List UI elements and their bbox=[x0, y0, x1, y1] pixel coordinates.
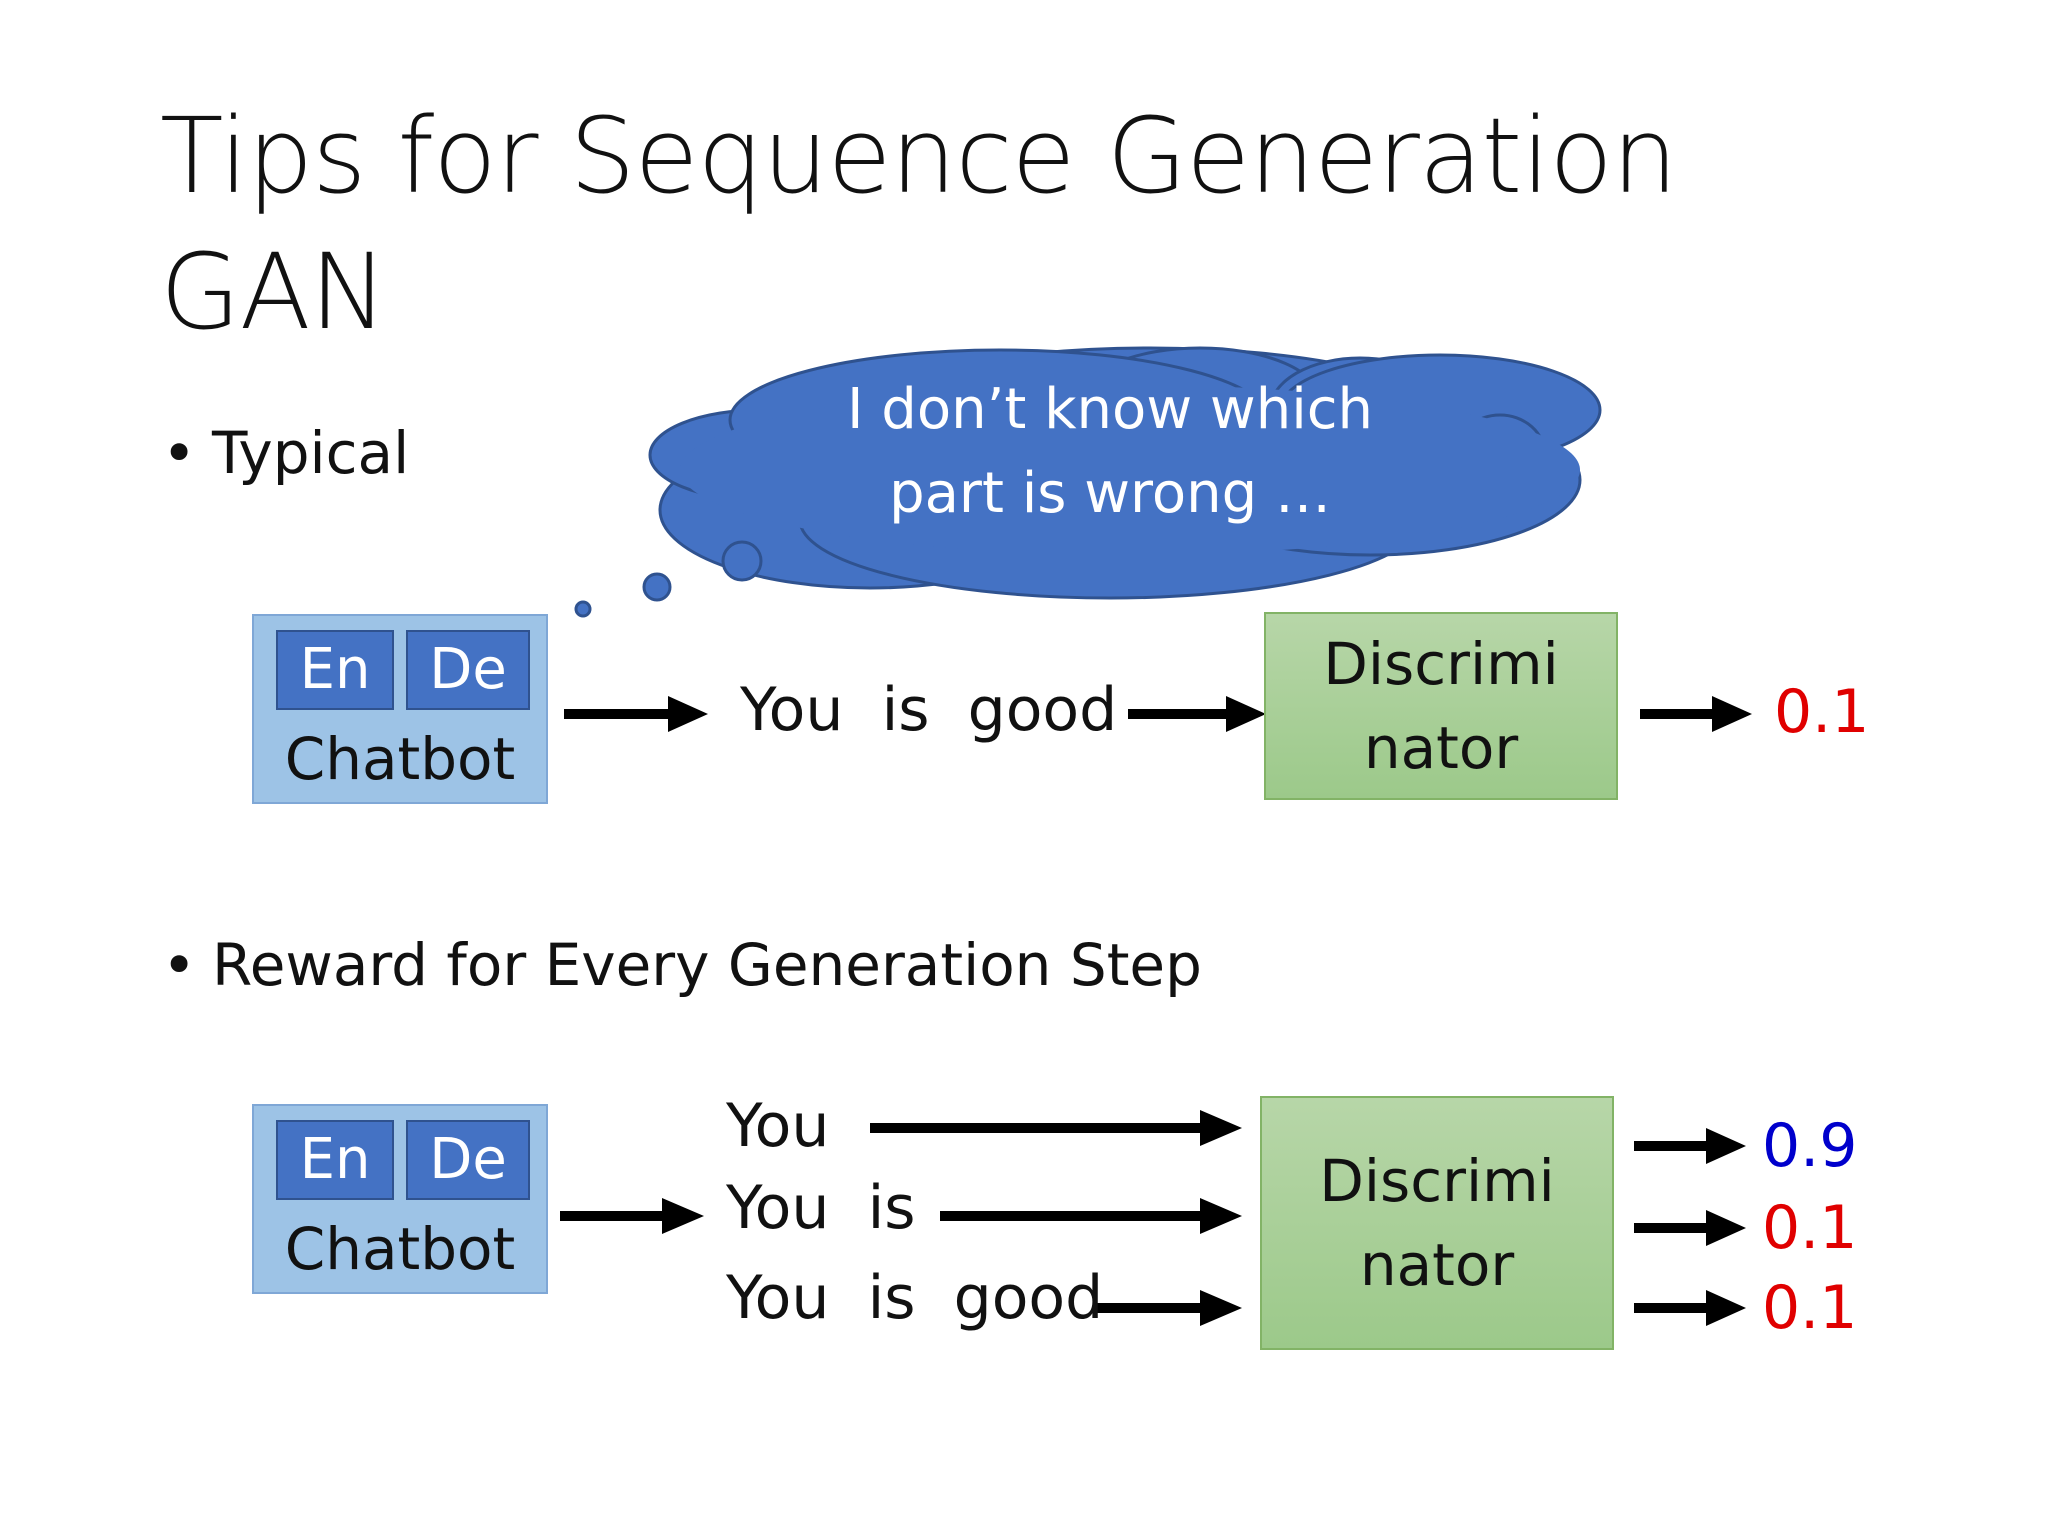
arrowhead bbox=[1200, 1198, 1242, 1234]
chatbot-label: Chatbot bbox=[284, 725, 516, 793]
arrowhead bbox=[668, 696, 708, 732]
arrowhead bbox=[1706, 1128, 1746, 1164]
chatbot-label: Chatbot bbox=[284, 1215, 516, 1283]
score-step-3: 0.1 bbox=[1762, 1273, 1858, 1343]
thought-cloud-text: I don’t know which part is wrong … bbox=[760, 368, 1460, 536]
discriminator-label-line-2: nator bbox=[1363, 714, 1519, 782]
discriminator-label-line-2: nator bbox=[1359, 1231, 1515, 1299]
arrowhead bbox=[1200, 1290, 1242, 1326]
bullet-typical-text: Typical bbox=[212, 419, 410, 487]
decoder-block: De bbox=[406, 630, 530, 710]
arrowhead bbox=[1712, 696, 1752, 732]
slide-title-line-2: GAN bbox=[160, 231, 388, 353]
thought-bubbles bbox=[574, 540, 763, 618]
generated-sequence: You is good bbox=[740, 675, 1118, 745]
chatbot-box-typical: En De Chatbot bbox=[252, 614, 548, 804]
chatbot-box-reward: En De Chatbot bbox=[252, 1104, 548, 1294]
discriminator-box-typical: Discrimi nator bbox=[1264, 612, 1618, 800]
arrowhead bbox=[1226, 696, 1266, 732]
discriminator-label-line-1: Discrimi bbox=[1323, 630, 1559, 698]
thought-bubble-small bbox=[574, 600, 592, 618]
bullet-reward-text: Reward for Every Generation Step bbox=[212, 931, 1202, 999]
slide-title-line-1: Tips for Sequence Generation bbox=[160, 95, 1678, 217]
decoder-block: De bbox=[406, 1120, 530, 1200]
partial-sequence-1: You bbox=[726, 1091, 830, 1161]
bullet-typical: •Typical bbox=[162, 418, 409, 488]
thought-bubble-medium bbox=[642, 572, 672, 602]
arrowhead bbox=[1706, 1210, 1746, 1246]
discriminator-box-reward: Discrimi nator bbox=[1260, 1096, 1614, 1350]
encoder-block: En bbox=[276, 1120, 394, 1200]
partial-sequence-2: You is bbox=[726, 1173, 916, 1243]
thought-cloud-line-1: I don’t know which bbox=[846, 377, 1374, 442]
arrowhead bbox=[1200, 1110, 1242, 1146]
partial-sequence-3: You is good bbox=[726, 1263, 1104, 1333]
bullet-dot: • bbox=[162, 931, 197, 999]
thought-cloud-line-2: part is wrong … bbox=[889, 461, 1331, 526]
bullet-dot: • bbox=[162, 419, 197, 487]
score-step-1: 0.9 bbox=[1762, 1111, 1858, 1181]
typical-arrows bbox=[564, 696, 1752, 732]
bullet-reward: •Reward for Every Generation Step bbox=[162, 930, 1202, 1000]
reward-arrows bbox=[560, 1110, 1746, 1326]
score-typical: 0.1 bbox=[1774, 677, 1870, 747]
arrowhead bbox=[1706, 1290, 1746, 1326]
encoder-block: En bbox=[276, 630, 394, 710]
discriminator-label-line-1: Discrimi bbox=[1319, 1147, 1555, 1215]
score-step-2: 0.1 bbox=[1762, 1193, 1858, 1263]
thought-bubble-large bbox=[721, 540, 763, 582]
arrowhead bbox=[662, 1198, 704, 1234]
